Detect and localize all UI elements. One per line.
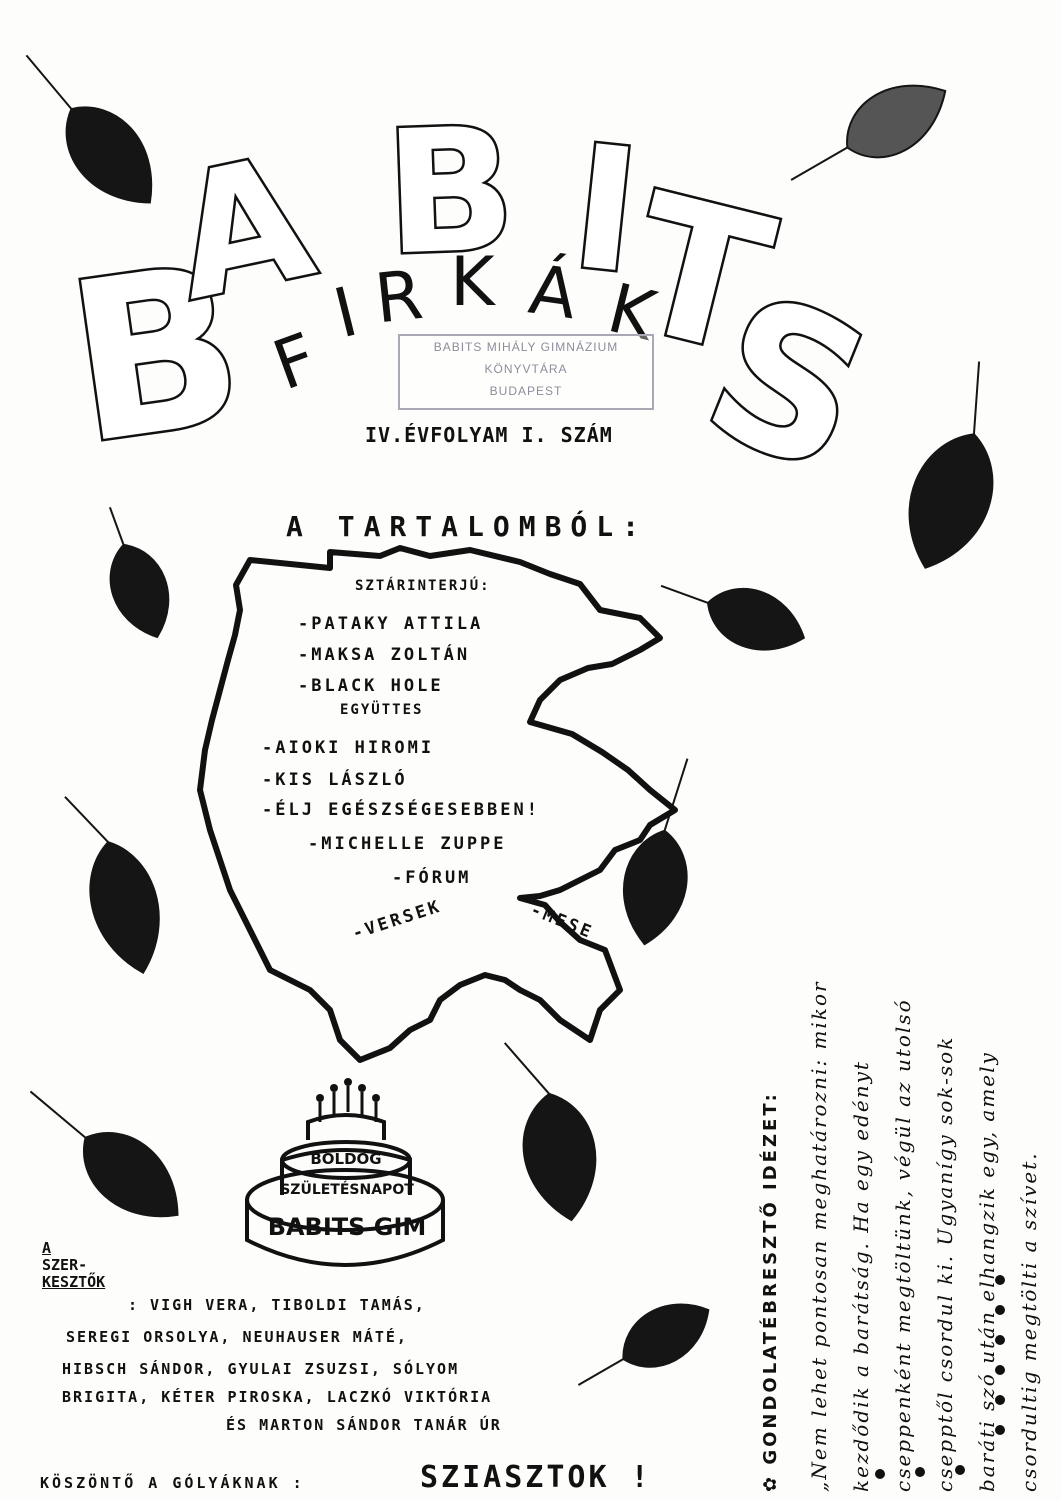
toc-item: -KIS LÁSZLÓ (262, 770, 408, 790)
toc-item: -MAKSA ZOLTÁN (298, 645, 471, 665)
masthead-letter: B (55, 216, 257, 493)
masthead-letter: A (158, 118, 328, 339)
quote-line: baráti szó után elhangzik egy, amely (975, 1051, 999, 1492)
quote-line: „Nem lehet pontosan meghatározni: mikor (807, 980, 831, 1492)
contents-title: A TARTALOMBÓL: (286, 510, 649, 543)
leaf-icon (29, 1090, 179, 1218)
editor-line: : VIGH VERA, TIBOLDI TAMÁS, (128, 1296, 426, 1314)
cake-text-babits: BABITS GIM (267, 1213, 427, 1241)
issue-number: IV.ÉVFOLYAM I. SZÁM (365, 423, 613, 447)
greeting-big: SZIASZTOK ! (420, 1460, 652, 1495)
leaf-icon (25, 54, 153, 204)
quote-title: ✿ GONDOLATÉBRESZTŐ IDÉZET: (760, 1091, 781, 1492)
contents-leaf-outline (197, 545, 678, 1063)
editors-label-line: KESZTŐK (42, 1273, 106, 1291)
toc-item: SZTÁRINTERJÚ: (355, 578, 491, 594)
quote-line: cseppenként megtöltünk, végül az utolsó (891, 998, 915, 1492)
editor-line: HIBSCH SÁNDOR, GYULAI ZSUZSI, SÓLYOM (62, 1360, 460, 1378)
library-stamp: BABITS MIHÁLY GIMNÁZIUM KÖNYVTÁRA BUDAPE… (398, 334, 654, 410)
stamp-line: KÖNYVTÁRA (484, 362, 568, 376)
subtitle-letter: K (450, 243, 497, 322)
editor-line: BRIGITA, KÉTER PIROSKA, LACZKÓ VIKTÓRIA (62, 1388, 493, 1406)
toc-item: -PATAKY ATTILA (298, 614, 484, 634)
toc-item: EGYÜTTES (340, 702, 424, 718)
leaf-icon (622, 758, 689, 946)
toc-item: -MICHELLE ZUPPE (308, 834, 507, 854)
toc-item: -FÓRUM (392, 868, 472, 888)
subtitle-letter: F (264, 319, 328, 407)
quote-line: csordultig megtölti a szívet. (1017, 1151, 1041, 1492)
leaf-icon (908, 361, 994, 569)
greeting-text: KÖSZÖNTŐ A GÓLYÁKNAK : (40, 1474, 305, 1492)
leaf-icon (64, 796, 160, 974)
editors-label-line: A (42, 1239, 52, 1257)
toc-item: -AIOKI HIROMI (262, 738, 435, 758)
leaf-icon (660, 584, 806, 651)
quote-line: kezdődik a barátság. Ha egy edényt (849, 1060, 873, 1492)
stamp-line: BABITS MIHÁLY GIMNÁZIUM (433, 340, 619, 354)
cake-text-szuletesnapot: SZÜLETÉSNAPOT (280, 1182, 414, 1198)
masthead-letter: B (382, 91, 518, 293)
subtitle-letter: I (326, 273, 365, 355)
stamp-line: BUDAPEST (489, 384, 563, 398)
leaf-icon (108, 506, 170, 639)
editor-line: ÉS MARTON SÁNDOR TANÁR ÚR (226, 1416, 502, 1434)
flower-border-icon (875, 1275, 1005, 1479)
leaf-icon (790, 84, 947, 181)
quote-block: ✿ GONDOLATÉBRESZTŐ IDÉZET: „Nem lehet po… (760, 592, 1050, 1492)
leaf-icon (577, 1303, 710, 1386)
subtitle-letter: Á (524, 250, 581, 336)
cake-text-boldog: BOLDOG (310, 1150, 382, 1168)
toc-item: -BLACK HOLE (298, 676, 444, 696)
editor-line: SEREGI ORSOLYA, NEUHAUSER MÁTÉ, (66, 1328, 408, 1346)
editors-label: A SZER- KESZTŐK (42, 1240, 132, 1291)
cake-icon (245, 1078, 445, 1267)
editors-label-line: SZER- (42, 1256, 88, 1274)
quote-line: csepptől csordul ki. Ugyanígy sok-sok (933, 1035, 957, 1492)
toc-item: -ÉLJ EGÉSZSÉGESEBBEN! (262, 800, 540, 820)
subtitle-letter: R (371, 256, 426, 340)
leaf-icon (503, 1042, 597, 1222)
